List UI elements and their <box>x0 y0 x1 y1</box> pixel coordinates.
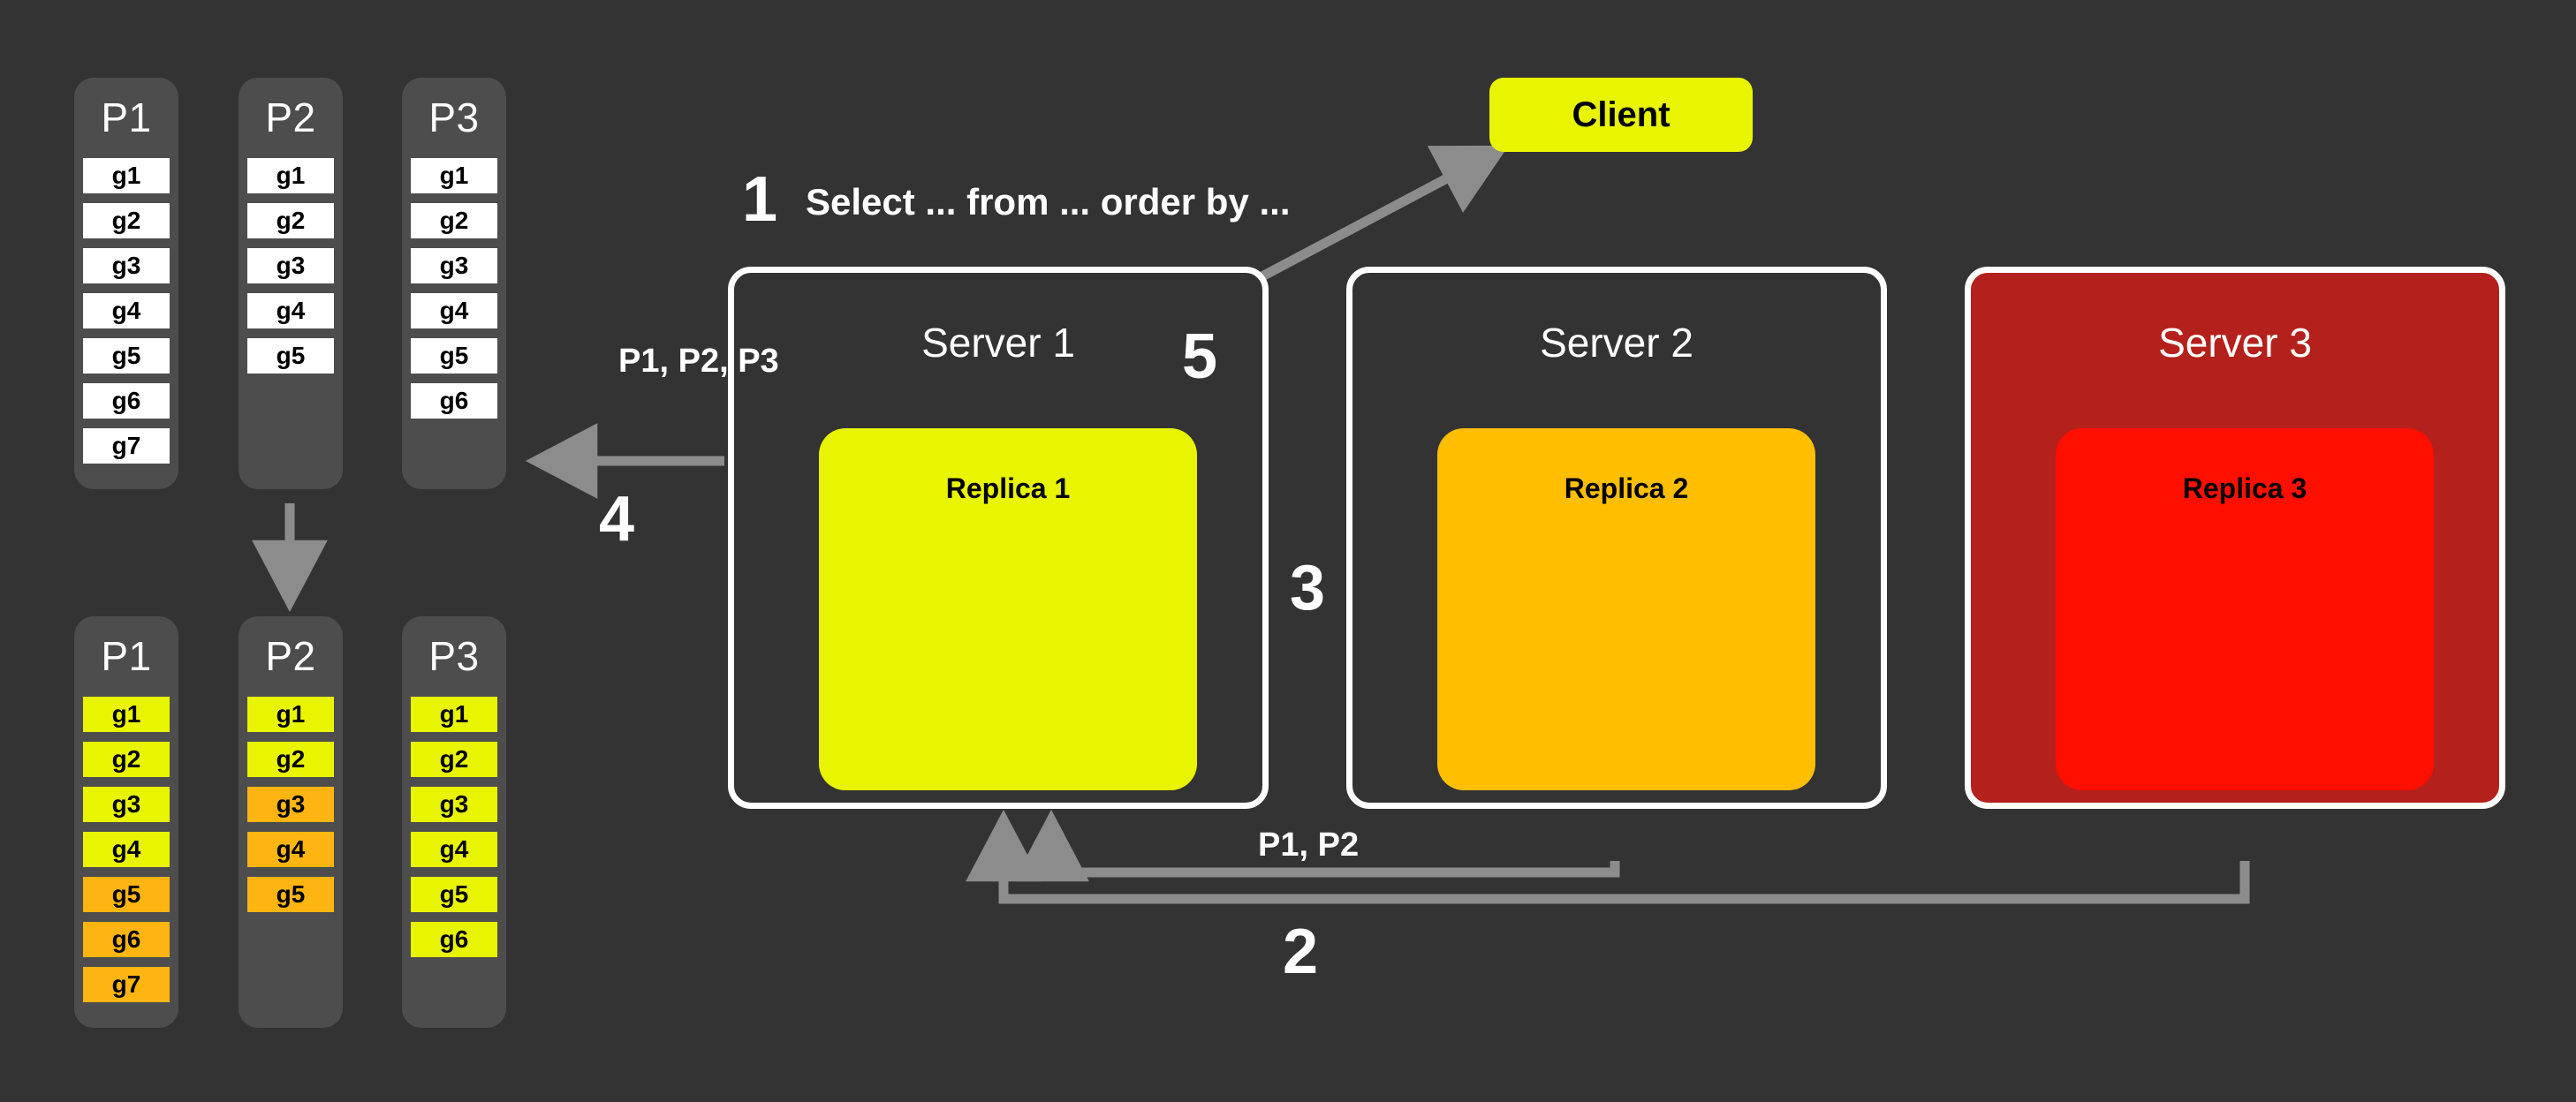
partition-cell: g4 <box>247 832 334 867</box>
label-partitions-fetched: P1, P2 <box>1258 826 1360 864</box>
partition-cell: g3 <box>83 248 170 283</box>
partition-column-p2-after: P2 g1 g2 g3 g4 g5 <box>239 616 343 1028</box>
partition-cell: g2 <box>411 742 497 777</box>
replica-3-label: Replica 3 <box>2182 472 2307 504</box>
step-number-4: 4 <box>599 484 635 555</box>
partition-title: P3 <box>428 633 480 679</box>
partition-cell: g5 <box>247 877 334 912</box>
partition-column-p1-after: P1 g1 g2 g3 g4 g5 g6 g7 <box>74 616 178 1028</box>
partition-cell: g1 <box>83 697 170 732</box>
partition-cell: g2 <box>247 203 334 238</box>
partition-column-p1-before: P1 g1 g2 g3 g4 g5 g6 g7 <box>74 78 178 489</box>
partition-title: P1 <box>101 94 152 140</box>
arrow-step2-from-server3 <box>966 809 2250 904</box>
step-number-3: 3 <box>1290 553 1326 623</box>
partition-cell: g3 <box>247 248 334 283</box>
partition-cell: g4 <box>247 293 334 328</box>
step-number-5: 5 <box>1182 321 1218 392</box>
partition-cell: g1 <box>411 697 497 732</box>
replica-2-box[interactable]: Replica 2 <box>1437 428 1815 790</box>
server-2-title: Server 2 <box>1540 320 1693 366</box>
partition-cell: g1 <box>247 158 334 193</box>
partition-cell: g6 <box>411 922 497 957</box>
client-box[interactable]: Client <box>1489 78 1753 152</box>
partition-column-p2-before: P2 g1 g2 g3 g4 g5 <box>239 78 343 489</box>
step-number-2: 2 <box>1283 917 1319 987</box>
partition-cell: g7 <box>83 428 170 464</box>
partition-cell: g5 <box>83 338 170 374</box>
partition-cell: g4 <box>411 293 497 328</box>
partition-cell: g2 <box>83 203 170 238</box>
partition-cell: g4 <box>411 832 497 867</box>
partition-cell: g4 <box>83 832 170 867</box>
partition-cell: g2 <box>247 742 334 777</box>
partition-cell: g5 <box>411 338 497 374</box>
replica-1-box[interactable]: Replica 1 <box>819 428 1197 790</box>
partition-cell: g1 <box>247 697 334 732</box>
partition-cell: g1 <box>83 158 170 193</box>
server-1-box[interactable]: Server 1 Replica 1 <box>728 267 1269 809</box>
partition-cell: g5 <box>411 877 497 912</box>
partition-cell: g6 <box>411 383 497 419</box>
partition-cell: g3 <box>411 787 497 822</box>
client-label: Client <box>1572 94 1671 134</box>
partition-title: P2 <box>265 633 316 679</box>
partition-cell: g2 <box>411 203 497 238</box>
partition-cell: g5 <box>247 338 334 374</box>
partition-cell: g4 <box>83 293 170 328</box>
replica-2-label: Replica 2 <box>1564 472 1689 504</box>
partition-cell: g3 <box>83 787 170 822</box>
partition-column-p3-after: P3 g1 g2 g3 g4 g5 g6 <box>402 616 506 1028</box>
partition-cell: g6 <box>83 383 170 419</box>
server-1-title: Server 1 <box>921 320 1075 366</box>
step-number-1: 1 <box>742 164 778 235</box>
server-2-box[interactable]: Server 2 Replica 2 <box>1346 267 1887 809</box>
partition-cell: g3 <box>247 787 334 822</box>
partition-title: P2 <box>265 94 316 140</box>
partition-column-p3-before: P3 g1 g2 g3 g4 g5 g6 <box>402 78 506 489</box>
partition-cell: g2 <box>83 742 170 777</box>
partition-cell: g1 <box>411 158 497 193</box>
partition-title: P3 <box>428 94 480 140</box>
partition-cell: g7 <box>83 967 170 1002</box>
partition-cell: g5 <box>83 877 170 912</box>
server-3-title: Server 3 <box>2158 320 2312 366</box>
partition-cell: g3 <box>411 248 497 283</box>
query-text: Select ... from ... order by ... <box>806 181 1291 223</box>
label-partitions-all: P1, P2, P3 <box>618 343 779 380</box>
partition-title: P1 <box>101 633 152 679</box>
replica-3-box[interactable]: Replica 3 <box>2056 428 2434 790</box>
partition-cell: g6 <box>83 922 170 957</box>
replica-1-label: Replica 1 <box>945 472 1071 504</box>
server-3-box[interactable]: Server 3 Replica 3 <box>1965 267 2505 809</box>
